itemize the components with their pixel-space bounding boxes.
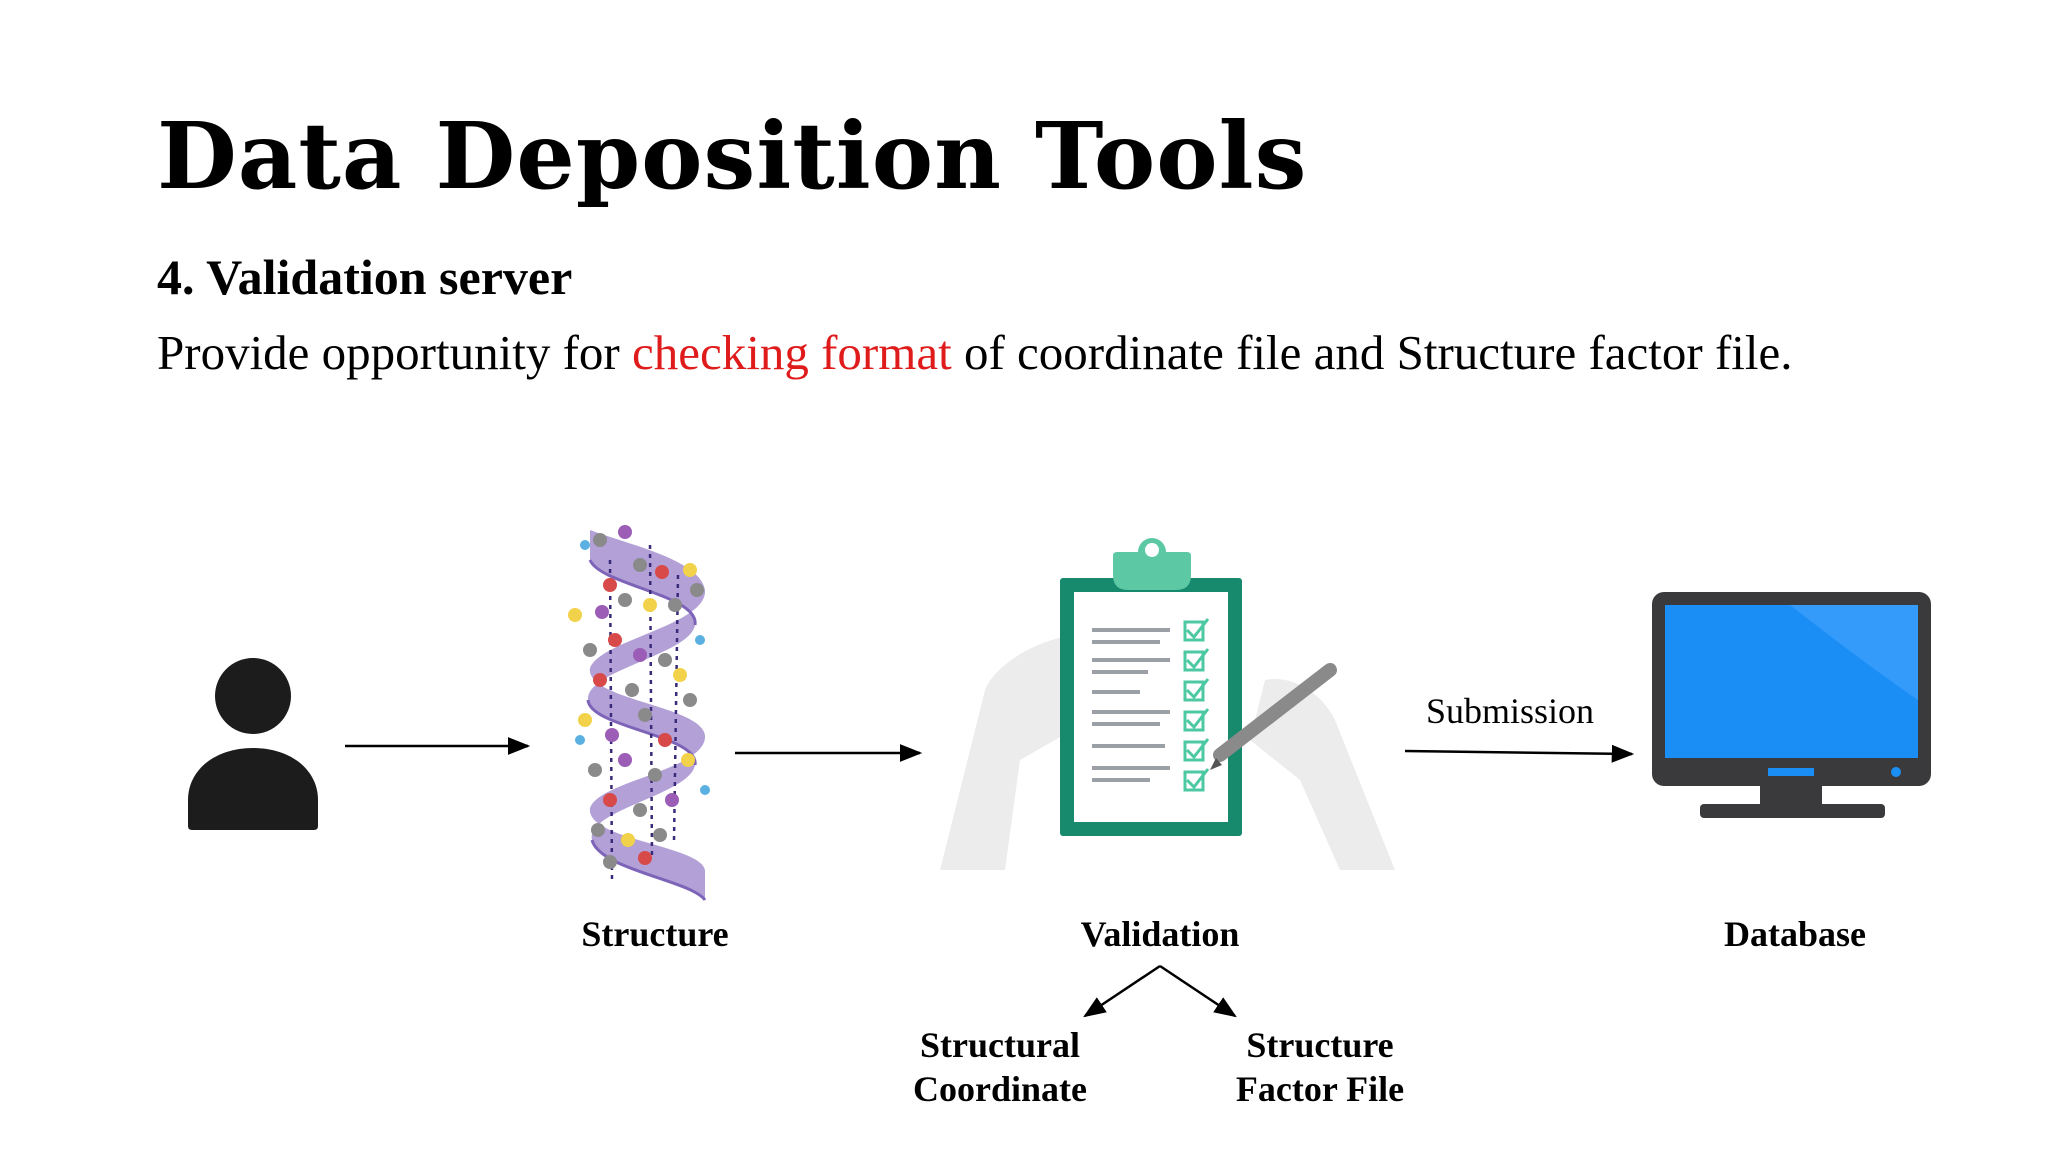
submission-label: Submission (1426, 691, 1595, 731)
dna-helix-icon (568, 525, 710, 902)
arrow-validation-to-database (1404, 744, 1635, 763)
monitor-icon (1652, 592, 1931, 818)
structural-coordinate-label: Structural Coordinate (880, 1023, 1120, 1111)
description-highlight: checking format (631, 325, 952, 380)
arrow-validation-to-factor-file (1159, 964, 1237, 1018)
structural-coordinate-line2: Coordinate (913, 1069, 1087, 1109)
description-after: of coordinate file and Structure factor … (951, 325, 1793, 380)
structure-label: Structure (581, 914, 729, 954)
user-icon (188, 658, 318, 830)
structure-factor-line1: Structure (1246, 1025, 1394, 1065)
page-title: Data Deposition Tools (157, 102, 1308, 210)
clipboard-checklist-icon (940, 538, 1395, 870)
structure-factor-line2: Factor File (1235, 1069, 1405, 1109)
validation-label: Validation (1080, 914, 1240, 954)
structural-coordinate-line1: Structural (920, 1025, 1080, 1065)
arrow-validation-to-coordinate (1083, 964, 1161, 1018)
description-text: Provide opportunity for checking format … (157, 324, 1793, 381)
section-subtitle: 4. Validation server (157, 249, 573, 305)
description-before: Provide opportunity for (157, 325, 632, 380)
database-label: Database (1724, 914, 1866, 954)
structure-factor-file-label: Structure Factor File (1200, 1023, 1440, 1111)
